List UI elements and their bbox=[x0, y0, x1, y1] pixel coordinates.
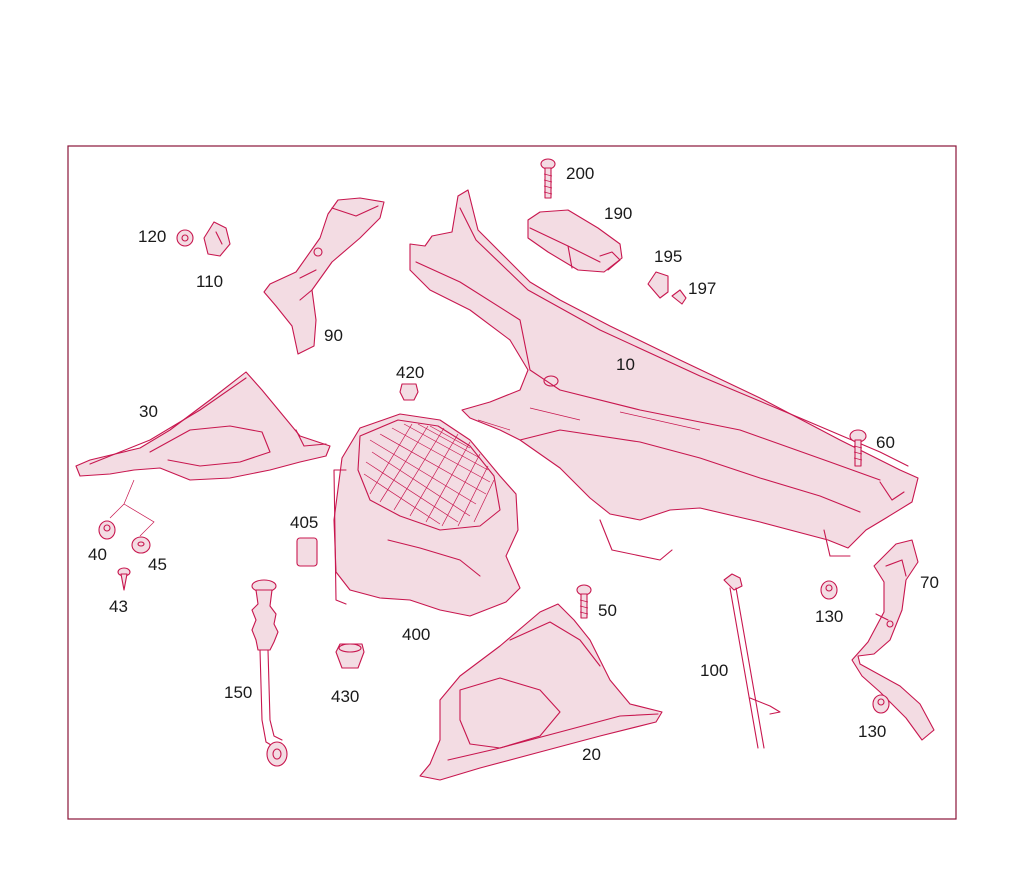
part-405-pad[interactable] bbox=[296, 537, 318, 567]
part-100-rod[interactable] bbox=[723, 573, 781, 749]
part-195-clip[interactable] bbox=[647, 271, 669, 299]
label-197: 197 bbox=[688, 279, 716, 298]
part-430-cap[interactable] bbox=[335, 643, 365, 669]
label-50: 50 bbox=[598, 601, 617, 620]
part-10-cowl-panel[interactable] bbox=[409, 189, 919, 561]
part-150-drain-hose[interactable] bbox=[251, 579, 288, 767]
diagram-frame bbox=[67, 145, 957, 820]
label-420: 420 bbox=[396, 363, 424, 382]
label-40: 40 bbox=[88, 545, 107, 564]
part-420-grommet[interactable] bbox=[399, 383, 419, 401]
label-430: 430 bbox=[331, 687, 359, 706]
part-30-left-cover[interactable] bbox=[75, 371, 331, 481]
label-120: 120 bbox=[138, 227, 166, 246]
part-70-bracket[interactable] bbox=[851, 539, 935, 741]
part-120-grommet[interactable] bbox=[176, 229, 194, 247]
part-50-screw[interactable] bbox=[576, 584, 592, 619]
label-400: 400 bbox=[402, 625, 430, 644]
label-150: 150 bbox=[224, 683, 252, 702]
label-70: 70 bbox=[920, 573, 939, 592]
part-45-washer[interactable] bbox=[131, 536, 151, 554]
part-190-module[interactable] bbox=[527, 209, 623, 273]
part-130-nut-lower[interactable] bbox=[872, 694, 890, 714]
part-43-screw[interactable] bbox=[117, 567, 131, 591]
label-200: 200 bbox=[566, 164, 594, 183]
part-130-nut-upper[interactable] bbox=[820, 580, 838, 600]
label-43: 43 bbox=[109, 597, 128, 616]
label-405: 405 bbox=[290, 513, 318, 532]
label-195: 195 bbox=[654, 247, 682, 266]
part-40-nut[interactable] bbox=[98, 520, 116, 540]
part-60-screw[interactable] bbox=[849, 429, 867, 467]
leader-40-45 bbox=[109, 479, 155, 537]
part-200-screw[interactable] bbox=[540, 158, 556, 199]
part-110-clamp[interactable] bbox=[203, 221, 231, 257]
label-30: 30 bbox=[139, 402, 158, 421]
label-130-upper: 130 bbox=[815, 607, 843, 626]
part-197-plug[interactable] bbox=[671, 289, 687, 305]
label-45: 45 bbox=[148, 555, 167, 574]
label-100: 100 bbox=[700, 661, 728, 680]
label-90: 90 bbox=[324, 326, 343, 345]
label-10: 10 bbox=[616, 355, 635, 374]
label-190: 190 bbox=[604, 204, 632, 223]
label-110: 110 bbox=[196, 272, 223, 291]
part-400-air-housing[interactable] bbox=[333, 413, 521, 617]
part-90-duct[interactable] bbox=[263, 197, 385, 355]
part-20-right-cover[interactable] bbox=[419, 603, 663, 781]
label-20: 20 bbox=[582, 745, 601, 764]
label-130-lower: 130 bbox=[858, 722, 886, 741]
label-60: 60 bbox=[876, 433, 895, 452]
